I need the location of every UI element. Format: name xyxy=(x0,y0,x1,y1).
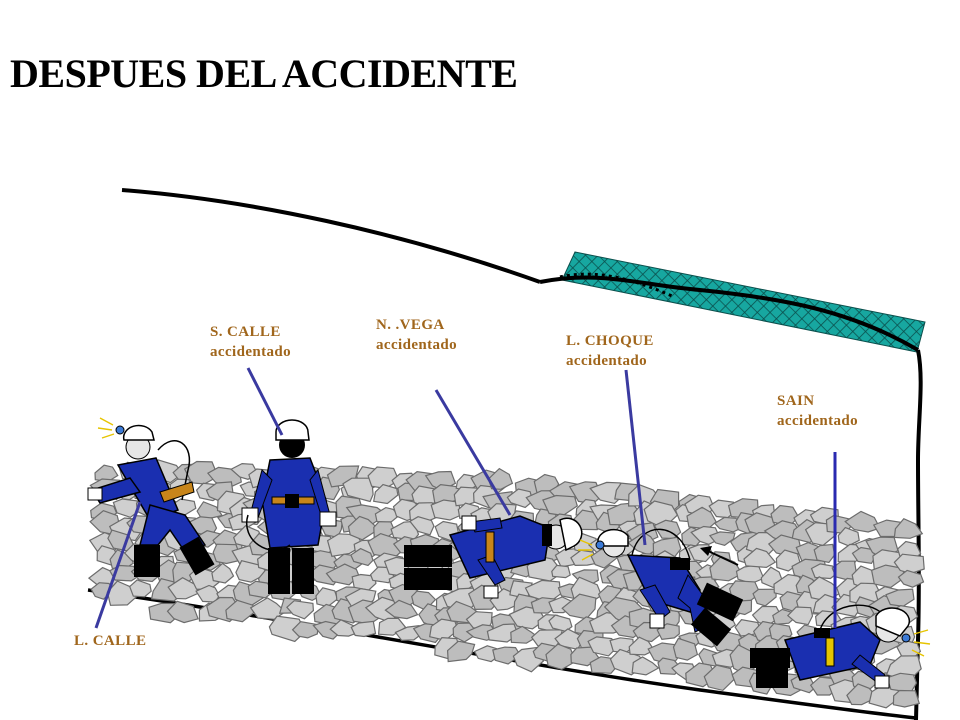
rock xyxy=(542,494,579,517)
rock xyxy=(409,516,435,536)
rock xyxy=(446,640,476,663)
pointer-l-calle xyxy=(94,501,142,629)
label-s-calle-status: accidentado xyxy=(210,344,292,360)
rock xyxy=(492,646,522,665)
label-n-vega-status: accidentado xyxy=(376,337,458,353)
label-l-choque: L. CHOQUE accidentado xyxy=(566,331,654,371)
label-l-calle: L. CALLE xyxy=(74,631,146,651)
rock xyxy=(672,637,699,661)
label-l-calle-name: L. CALLE xyxy=(74,633,147,649)
rock xyxy=(703,664,735,692)
rock xyxy=(112,498,139,518)
rock xyxy=(897,569,925,588)
rock xyxy=(128,579,152,598)
worker-l-calle xyxy=(87,417,215,577)
worker-l-choque xyxy=(578,528,744,647)
rock xyxy=(886,672,918,693)
rock xyxy=(211,562,235,584)
pointer-s-calle xyxy=(246,367,284,436)
rock xyxy=(247,580,274,599)
worker-s-calle xyxy=(241,419,337,594)
rock xyxy=(813,543,836,564)
rock xyxy=(196,501,224,521)
rock xyxy=(708,531,736,546)
label-n-vega: N. .VEGA accidentado xyxy=(376,315,457,355)
rock xyxy=(628,636,655,656)
worker-sain xyxy=(750,604,931,689)
label-l-choque-status: accidentado xyxy=(566,353,648,369)
worker-n-vega xyxy=(404,515,583,599)
rock xyxy=(286,600,315,620)
pointer-n-vega xyxy=(434,389,512,516)
rock xyxy=(90,582,116,600)
slide-title: DESPUES DEL ACCIDENTE xyxy=(10,51,518,96)
label-sain: SAIN accidentado xyxy=(777,391,858,431)
rock xyxy=(384,599,419,620)
rock xyxy=(752,588,777,607)
label-sain-name: SAIN xyxy=(777,393,815,409)
rock xyxy=(844,510,881,533)
tunnel-roof-line xyxy=(121,188,541,284)
rock xyxy=(268,615,307,643)
label-n-vega-name: N. .VEGA xyxy=(376,317,445,333)
rock xyxy=(325,563,360,586)
rock xyxy=(506,488,534,509)
rock xyxy=(225,599,255,623)
label-s-calle-name: S. CALLE xyxy=(210,324,281,340)
rock xyxy=(212,543,243,565)
rock xyxy=(561,593,597,620)
tunnel-right-wall xyxy=(914,349,923,720)
rock xyxy=(551,564,571,579)
rock xyxy=(570,549,599,567)
rock xyxy=(631,656,660,676)
rock xyxy=(743,547,777,569)
rock xyxy=(350,620,377,638)
mesh-edge-line xyxy=(539,275,920,352)
rock xyxy=(166,600,199,624)
rock xyxy=(892,689,921,708)
rock xyxy=(545,643,577,671)
rock xyxy=(510,625,539,644)
rock xyxy=(486,623,519,643)
label-sain-status: accidentado xyxy=(777,413,859,429)
rock xyxy=(786,606,814,626)
rock xyxy=(350,547,374,567)
rock xyxy=(315,587,339,608)
pointer-l-choque xyxy=(624,369,647,546)
movement-arrow xyxy=(705,549,739,566)
label-s-calle: S. CALLE accidentado xyxy=(210,322,291,362)
rock xyxy=(893,517,924,539)
rock xyxy=(347,515,380,541)
label-l-choque-name: L. CHOQUE xyxy=(566,333,654,349)
